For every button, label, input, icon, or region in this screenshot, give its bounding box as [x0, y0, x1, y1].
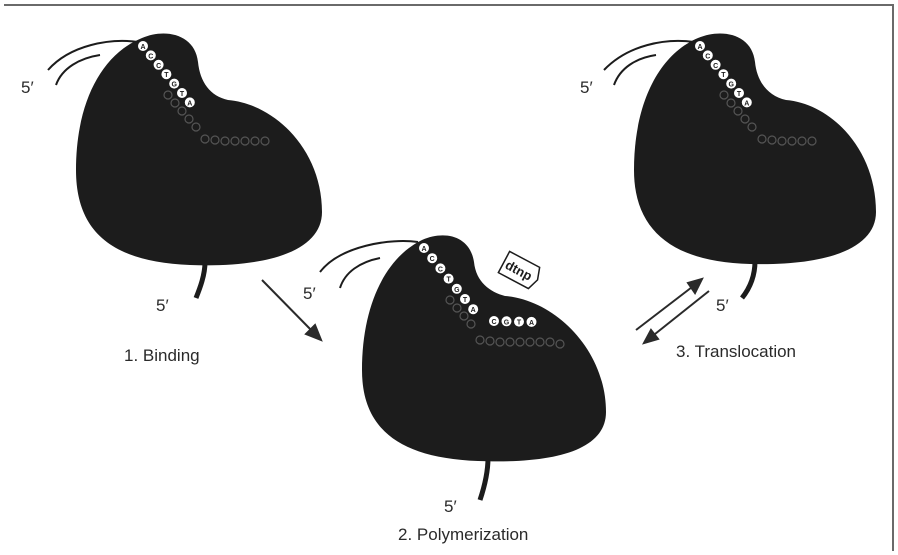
polymerization-template-base-label: C — [430, 256, 435, 263]
five-prime-label-translocation-tail: 5′ — [716, 296, 729, 316]
polymerization-template-base-label: C — [438, 266, 443, 273]
binding-base-label: C — [156, 63, 161, 70]
polymerization-template-base-label: T — [446, 277, 451, 284]
five-prime-label-polymerization-top: 5′ — [303, 284, 316, 304]
tail-strand-binding — [196, 262, 205, 298]
polymerization-new-base-label: C — [491, 319, 496, 326]
binding-base-label: G — [171, 82, 177, 89]
translocation-base-label: A — [697, 44, 702, 51]
five-prime-label-binding-top: 5′ — [21, 78, 34, 98]
polymerization-template-base-label: A — [421, 246, 426, 253]
polymerization-template-base-label: G — [454, 287, 460, 294]
enzyme-body-binding — [76, 33, 322, 265]
tail-strand-translocation — [742, 261, 755, 298]
primer-strand-translocation — [614, 55, 656, 85]
binding-base-label: A — [140, 44, 145, 51]
polymerization-template-base-label: A — [471, 307, 476, 314]
binding-base-label: A — [187, 100, 192, 107]
binding-base-label: T — [180, 91, 185, 98]
translocation-base-label: G — [728, 82, 734, 89]
binding-base-label: T — [164, 72, 169, 79]
step-label-polymerization: 2. Polymerization — [398, 525, 528, 545]
enzyme-body-translocation — [634, 33, 876, 264]
polymerization-new-base-label: T — [517, 320, 522, 327]
translocation-base-label: T — [721, 72, 726, 79]
polymerization-new-base-label: G — [504, 319, 510, 326]
step-label-binding: 1. Binding — [124, 346, 200, 366]
enzyme-body-polymerization — [362, 235, 606, 461]
incoming-nucleotide: dtnp — [498, 251, 543, 290]
primer-strand-binding — [56, 55, 100, 85]
translocation-base-label: T — [737, 91, 742, 98]
binding-base-label: C — [148, 53, 153, 60]
translocation-base-label: A — [744, 100, 749, 107]
polymerization-template-base-label: T — [463, 297, 468, 304]
five-prime-label-binding-tail: 5′ — [156, 296, 169, 316]
five-prime-label-polymerization-tail: 5′ — [444, 497, 457, 517]
step-label-translocation: 3. Translocation — [676, 342, 796, 362]
translocation-base-label: C — [713, 63, 718, 70]
translocation-base-label: C — [705, 53, 710, 60]
polymerization-new-base-label: A — [529, 320, 534, 327]
tail-strand-polymerization — [480, 458, 488, 500]
primer-strand-polymerization — [340, 258, 380, 288]
five-prime-label-translocation-top: 5′ — [580, 78, 593, 98]
